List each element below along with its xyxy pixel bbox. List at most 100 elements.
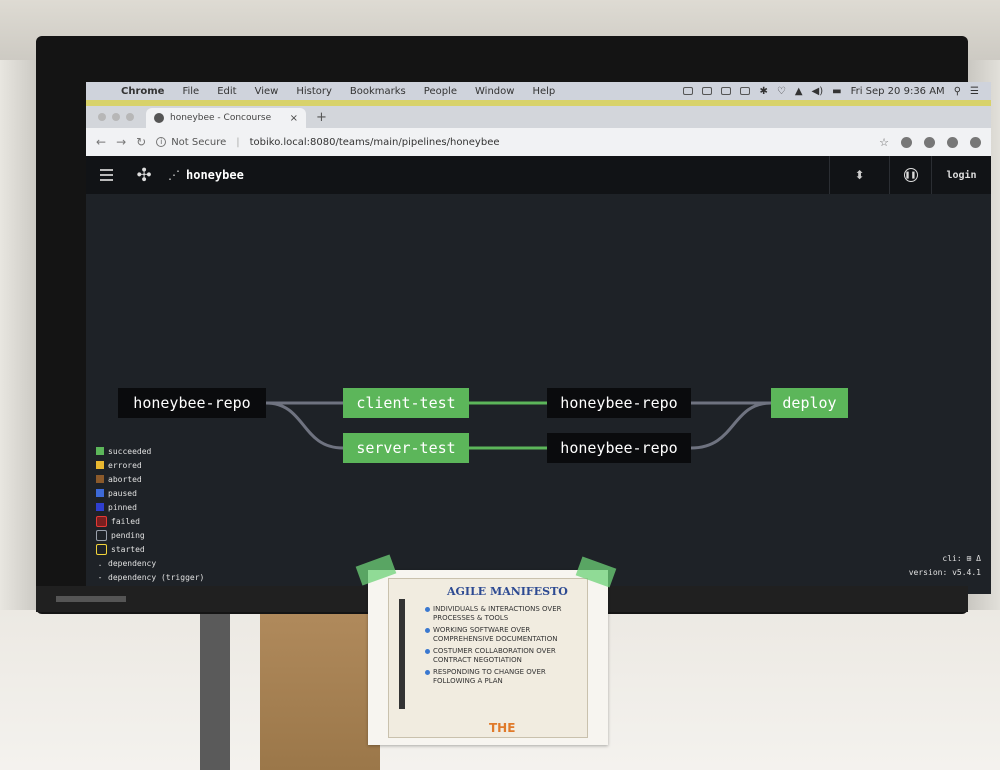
security-label: Not Secure: [171, 136, 227, 148]
window-controls: [86, 113, 146, 128]
tab-title: honeybee - Concourse: [170, 113, 272, 123]
job-deploy[interactable]: deploy: [771, 388, 848, 418]
concourse-top-bar: ✣ ⋰ honeybee ⬍ ❚❚ login: [86, 156, 991, 194]
volume-icon[interactable]: ◀): [811, 85, 824, 97]
menu-view[interactable]: View: [254, 85, 279, 97]
security-indicator[interactable]: i Not Secure: [156, 137, 226, 148]
edge-repo-server: [265, 401, 344, 450]
column-post: [200, 612, 230, 770]
legend-item-aborted: aborted: [96, 472, 204, 486]
menu-edit[interactable]: Edit: [217, 85, 237, 97]
close-tab-icon[interactable]: ×: [289, 112, 298, 124]
back-icon[interactable]: ←: [96, 135, 107, 149]
legend-label: paused: [108, 488, 137, 498]
highlight-bar: [86, 100, 991, 106]
docker-icon[interactable]: [702, 87, 713, 95]
extension-icon[interactable]: [901, 136, 912, 148]
legend-swatch: [96, 503, 104, 511]
poster-scroll-rod: [399, 599, 405, 709]
legend-item-started: started: [96, 542, 204, 556]
resource-honeybee-repo-server[interactable]: honeybee-repo: [547, 433, 691, 463]
flag-icon[interactable]: ▬: [832, 85, 842, 97]
status-icon[interactable]: [683, 87, 694, 95]
legend: succeeded errored aborted paused pinned …: [96, 444, 204, 584]
cli-row: cli: ⊞ Δ: [909, 552, 981, 566]
legend-swatch: [96, 529, 107, 541]
legend-swatch: [96, 543, 107, 555]
job-client-test[interactable]: client-test: [343, 388, 469, 418]
bookmark-star-icon[interactable]: ☆: [879, 135, 889, 149]
chrome-menu-icon[interactable]: [970, 136, 981, 148]
status-icon[interactable]: [721, 87, 732, 95]
pause-pipeline-button[interactable]: ❚❚: [889, 156, 931, 194]
menu-window[interactable]: Window: [475, 85, 515, 97]
job-server-test[interactable]: server-test: [343, 433, 469, 463]
pipeline-name: honeybee: [186, 168, 244, 182]
menu-help[interactable]: Help: [532, 85, 556, 97]
poster-item: WORKING SOFTWARE OVER COMPREHENSIVE DOCU…: [425, 626, 585, 644]
extension-icon[interactable]: [924, 136, 935, 148]
legend-item-pending: pending: [96, 528, 204, 542]
poster-sketch: AGILE MANIFESTO INDIVIDUALS & INTERACTIO…: [388, 578, 588, 738]
pause-icon: ❚❚: [903, 168, 918, 182]
legend-swatch: [96, 475, 104, 483]
pipeline-edges: [265, 401, 772, 450]
version-value: v5.4.1: [952, 568, 981, 577]
poster: AGILE MANIFESTO INDIVIDUALS & INTERACTIO…: [368, 570, 608, 745]
legend-label: pinned: [108, 502, 137, 512]
menu-app[interactable]: Chrome: [121, 85, 165, 97]
profile-avatar-icon[interactable]: [947, 136, 958, 148]
resource-honeybee-repo-client[interactable]: honeybee-repo: [547, 388, 691, 418]
monitor-logo: [56, 596, 126, 602]
poster-list: INDIVIDUALS & INTERACTIONS OVER PROCESSE…: [425, 605, 585, 689]
menu-bookmarks[interactable]: Bookmarks: [349, 85, 406, 97]
browser-tab[interactable]: honeybee - Concourse ×: [146, 108, 306, 128]
legend-item-dependency: . dependency: [96, 556, 204, 570]
info-icon: i: [156, 137, 167, 147]
concourse-logo-icon[interactable]: ✣: [136, 164, 152, 186]
screen: Chrome File Edit View History Bookmarks …: [86, 82, 991, 594]
pipeline-icon: ⋰: [168, 168, 180, 182]
poster-item: INDIVIDUALS & INTERACTIONS OVER PROCESSE…: [425, 605, 585, 623]
zoom-window-icon[interactable]: [126, 113, 134, 121]
legend-label: dependency: [108, 558, 157, 568]
poster-footer: THE: [489, 721, 516, 735]
concourse-favicon-icon: [154, 113, 164, 123]
status-tray: ✱ ♡ ▲ ◀) ▬ Fri Sep 20 9:36 AM ⚲ ☰: [683, 86, 991, 97]
legend-swatch: [96, 489, 104, 497]
minimize-window-icon[interactable]: [112, 113, 120, 121]
legend-label: succeeded: [108, 446, 152, 456]
pin-icon[interactable]: ⬍: [829, 156, 889, 194]
pipeline-graph: honeybee-repo client-test server-test ho…: [86, 194, 991, 594]
reload-icon[interactable]: ↻: [136, 135, 147, 149]
poster-title: AGILE MANIFESTO: [447, 585, 568, 598]
legend-swatch: [96, 515, 107, 527]
login-button[interactable]: login: [931, 156, 991, 194]
clock[interactable]: Fri Sep 20 9:36 AM: [850, 85, 945, 97]
legend-swatch: [96, 447, 104, 455]
hamburger-menu-icon[interactable]: [86, 169, 126, 181]
url-field[interactable]: tobiko.local:8080/teams/main/pipelines/h…: [249, 136, 500, 148]
resource-honeybee-repo[interactable]: honeybee-repo: [118, 388, 266, 418]
forward-icon[interactable]: →: [116, 135, 127, 149]
new-tab-icon[interactable]: +: [316, 110, 327, 125]
windows-download-icon[interactable]: ⊞: [966, 554, 972, 563]
legend-label: started: [111, 544, 145, 554]
menu-people[interactable]: People: [423, 85, 457, 97]
wooden-door: [260, 612, 380, 770]
legend-label: aborted: [108, 474, 142, 484]
close-window-icon[interactable]: [98, 113, 106, 121]
linux-download-icon[interactable]: Δ: [976, 554, 981, 563]
airplay-icon[interactable]: ▲: [794, 85, 803, 97]
menu-file[interactable]: File: [182, 85, 200, 97]
notification-center-icon[interactable]: ☰: [970, 85, 979, 97]
monitor: Chrome File Edit View History Bookmarks …: [36, 36, 991, 614]
macos-menubar: Chrome File Edit View History Bookmarks …: [86, 82, 991, 100]
bluetooth-icon[interactable]: ✱: [759, 85, 768, 97]
status-icon[interactable]: [740, 87, 751, 95]
menu-history[interactable]: History: [296, 85, 332, 97]
browser-actions: ☆: [879, 136, 981, 149]
address-bar-row: ← → ↻ i Not Secure | tobiko.local:8080/t…: [86, 128, 991, 156]
wifi-icon[interactable]: ♡: [776, 85, 786, 97]
spotlight-icon[interactable]: ⚲: [953, 85, 962, 97]
